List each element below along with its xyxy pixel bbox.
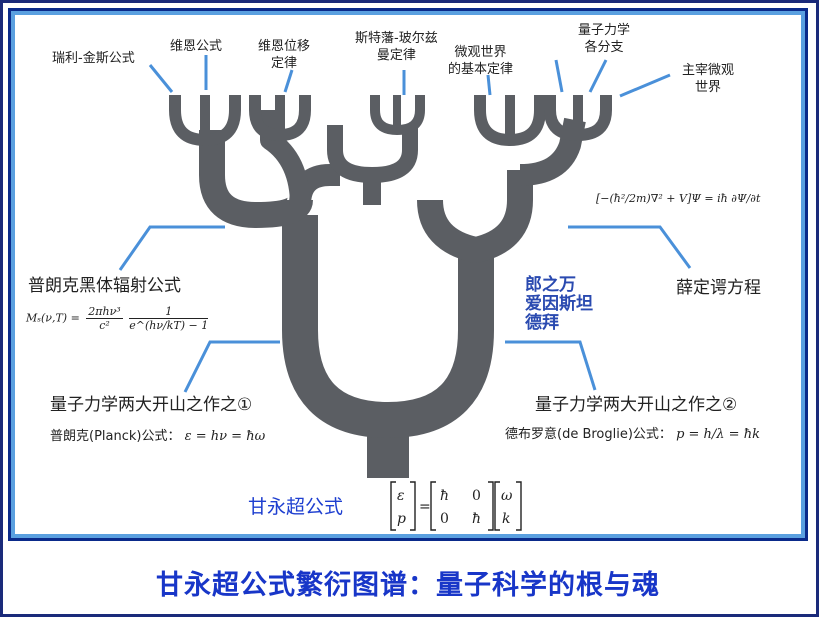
caption-bar: 甘永超公式繁衍图谱：量子科学的根与魂 (8, 545, 808, 611)
label-qm-branches: 量子力学 各分支 (578, 22, 630, 56)
leader-rayleigh (148, 64, 174, 93)
formula-blackbody: Mₛ(ν,T) = 2πhν³ c² 1 e^(hν/kT) − 1 (26, 305, 209, 332)
root-title: 甘永超公式 (248, 496, 344, 518)
label-debroglie-formula: 德布罗意(de Broglie)公式： p = h/λ = ħk (505, 426, 760, 443)
left-inner-fork (260, 110, 310, 206)
fork-c (327, 125, 418, 183)
formula-blackbody-num2: 1 (129, 305, 209, 319)
label-rule-micro: 主宰微观 世界 (682, 62, 734, 96)
label-work-2: 量子力学两大开山之作之② (535, 395, 738, 415)
label-rayleigh-jeans: 瑞利-金斯公式 (52, 51, 135, 66)
main-fork (282, 215, 494, 438)
leader-work1 (183, 340, 280, 393)
matrix-lhs-0: ε (397, 488, 405, 504)
label-micro-world-line2: 的基本定律 (448, 62, 514, 77)
right-fork (417, 170, 533, 263)
leader-wien-disp (283, 69, 294, 93)
matrix-m-10: 0 (440, 511, 449, 527)
name-langevin: 郎之万 (525, 275, 576, 295)
label-qm-branches-line2: 各分支 (584, 40, 624, 55)
label-micro-world-line1: 微观世界 (454, 45, 507, 60)
matrix-equals: = (419, 499, 431, 515)
label-micro-world: 微观世界 的基本定律 (448, 44, 513, 78)
leader-qm-2 (588, 59, 608, 93)
matrix-lhs-1: p (397, 511, 406, 527)
matrix-rhs-1: k (502, 511, 510, 527)
formula-blackbody-den: c² (99, 319, 110, 332)
label-stefan-boltzmann: 斯特藩-玻尔兹 曼定律 (355, 30, 438, 64)
matrix-formula: ε p = ħ 0 0 ħ ω k (390, 481, 522, 531)
label-schrodinger-eq: 薛定谔方程 (676, 278, 761, 298)
leader-rule (619, 73, 671, 98)
formula-planck: ε = hν = ħω (184, 429, 266, 444)
label-physicist-names: 郎之万 爱因斯坦 德拜 (525, 276, 593, 333)
leader-schrodinger (568, 225, 692, 269)
right-fork-r (519, 117, 586, 186)
label-wien-displacement-line2: 定律 (271, 56, 298, 71)
label-planck-blackbody: 普朗克黑体辐射公式 (28, 276, 181, 296)
leader-planck (118, 225, 225, 271)
caption: 甘永超公式繁衍图谱：量子科学的根与魂 (156, 570, 660, 601)
leader-micro (486, 74, 492, 96)
formula-debroglie: p = h/λ = ħk (676, 427, 760, 442)
formula-blackbody-num: 2πhν³ (86, 305, 123, 319)
label-wien-formula: 维恩公式 (170, 39, 223, 54)
matrix-m-11: ħ (472, 511, 481, 527)
label-work-1: 量子力学两大开山之作之① (50, 395, 253, 415)
formula-blackbody-den2: e^(hν/kT) − 1 (129, 319, 209, 332)
label-stefan-boltzmann-line1: 斯特藩-玻尔兹 (355, 31, 438, 46)
formula-schrodinger: [−(ħ²/2m)∇² + V]Ψ = iħ ∂Ψ/∂t (596, 192, 761, 205)
matrix-m-01: 0 (472, 488, 481, 504)
name-debye: 德拜 (525, 313, 559, 333)
name-einstein: 爱因斯坦 (525, 294, 593, 314)
label-rule-micro-line1: 主宰微观 (682, 63, 735, 78)
label-planck-formula: 普朗克(Planck)公式： ε = hν = ħω (50, 428, 265, 445)
label-debroglie-text: 德布罗意(de Broglie)公式： (505, 427, 672, 442)
leader-work2 (505, 340, 597, 391)
leader-qm-1 (554, 59, 564, 93)
label-wien-displacement-line1: 维恩位移 (258, 39, 311, 54)
formula-blackbody-lhs: Mₛ(ν,T) = (26, 311, 80, 325)
label-planck-formula-text: 普朗克(Planck)公式： (50, 429, 181, 444)
label-qm-branches-line1: 量子力学 (578, 23, 631, 38)
matrix-rhs-0: ω (501, 488, 513, 504)
label-wien-displacement: 维恩位移 定律 (258, 38, 310, 72)
label-stefan-boltzmann-line2: 曼定律 (376, 48, 416, 63)
label-rule-micro-line2: 世界 (695, 80, 722, 95)
matrix-m-00: ħ (440, 488, 449, 504)
left-fork (199, 130, 313, 228)
